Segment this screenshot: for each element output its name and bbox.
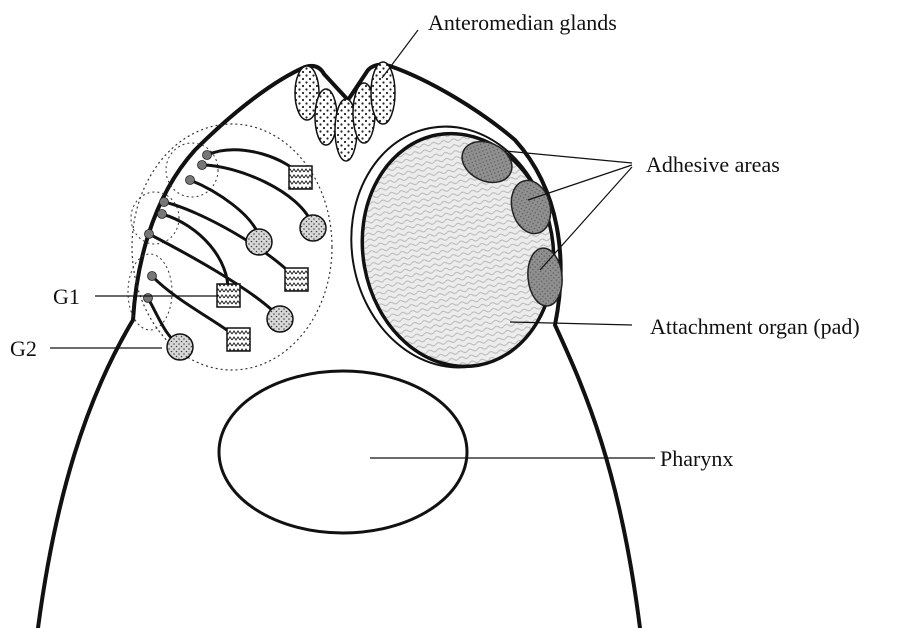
label-attachment-organ: Attachment organ (pad) bbox=[650, 314, 860, 339]
label-anteromedian-glands: Anteromedian glands bbox=[428, 10, 617, 35]
label-pharynx: Pharynx bbox=[660, 446, 733, 471]
label-g1: G1 bbox=[53, 284, 80, 309]
pharynx bbox=[219, 371, 467, 533]
gland-cell-cluster bbox=[128, 124, 332, 370]
anteromedian-glands bbox=[295, 62, 395, 161]
label-g2: G2 bbox=[10, 336, 37, 361]
attachment-organ bbox=[333, 110, 572, 383]
label-adhesive-areas: Adhesive areas bbox=[646, 152, 780, 177]
